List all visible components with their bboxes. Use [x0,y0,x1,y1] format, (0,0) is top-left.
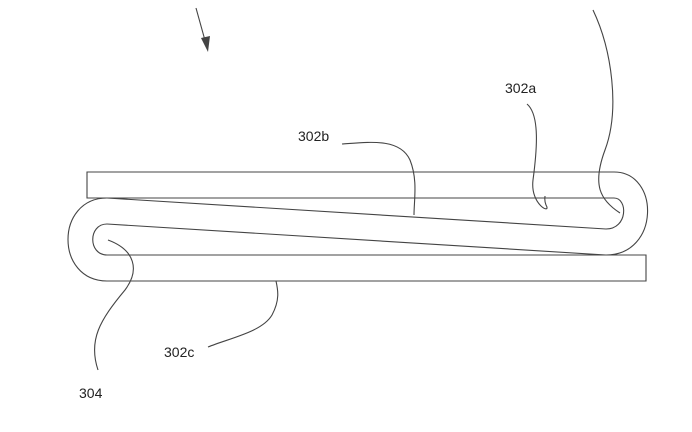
left-inner-fold [92,223,108,256]
top-plate [86,171,614,199]
leader-302b [341,141,416,216]
label-302c: 302c [164,344,195,360]
leader-304 [94,239,134,371]
right-outer-fold [605,171,649,256]
label-302b: 302b [298,128,330,144]
leader-302a [526,103,548,210]
bottom-plate [107,254,647,282]
leader-302c [207,280,279,348]
right-inner-fold [605,197,625,230]
label-304: 304 [79,385,103,401]
strip-upper-line [106,197,607,230]
strip-lower-line [106,223,607,256]
leader-main [592,9,621,214]
arrow-head-icon [201,36,210,52]
left-outer-fold [67,197,108,282]
label-302a: 302a [505,80,537,96]
